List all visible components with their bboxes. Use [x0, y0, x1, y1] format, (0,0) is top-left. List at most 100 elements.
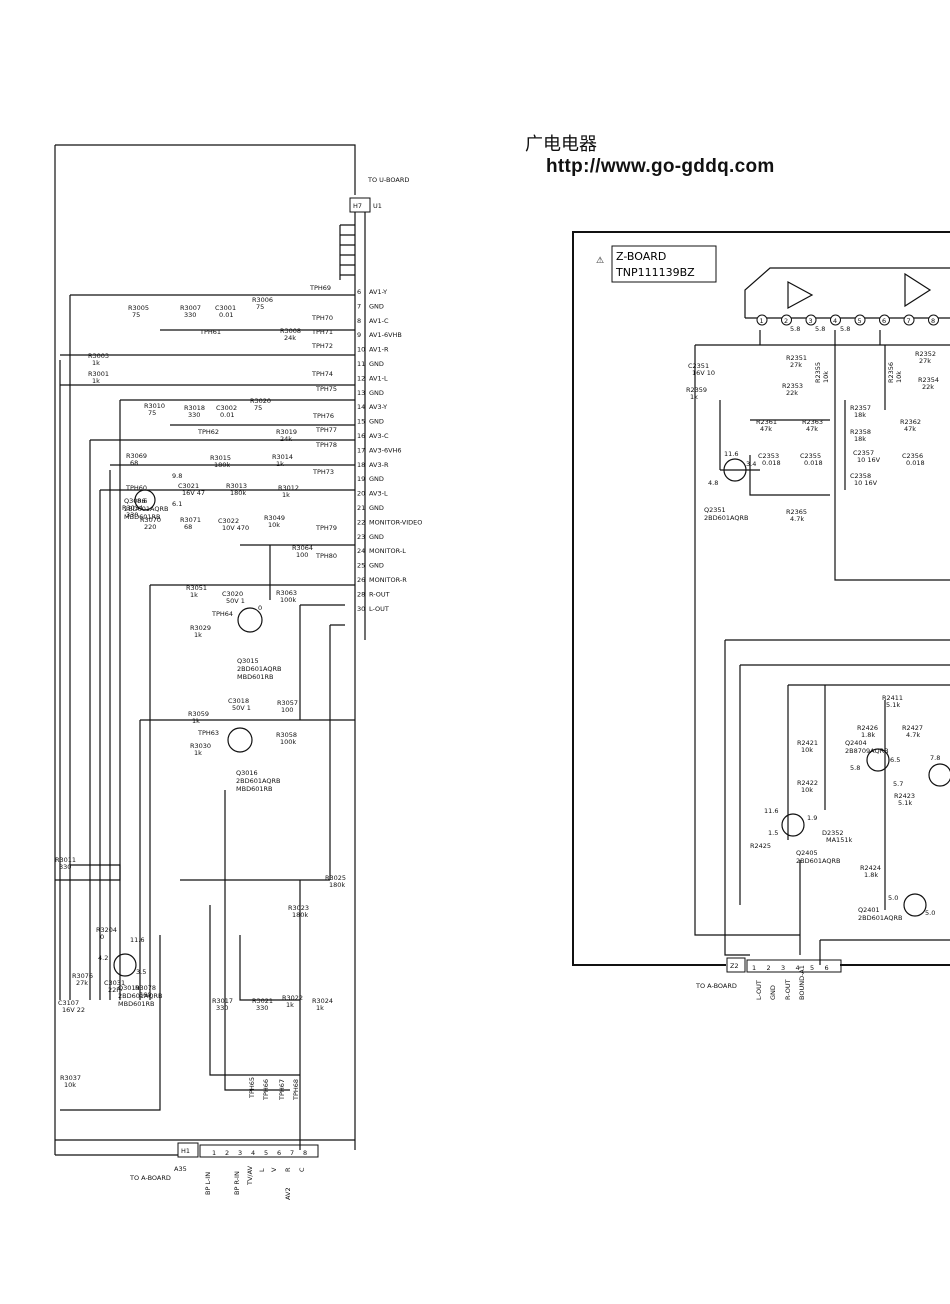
voltage-label: 5.7: [893, 780, 903, 788]
component-value: 22P: [108, 986, 120, 994]
component-value: 1k: [190, 591, 198, 599]
component-value: 10 16V: [857, 456, 881, 464]
bottom-pin-label: R-OUT: [784, 979, 792, 1000]
transistor-q3016: [227, 727, 253, 753]
test-point-label: TPH73: [312, 468, 334, 476]
test-point-label: TPH69: [309, 284, 331, 292]
bottom-pin-label: BOUND-A1: [798, 965, 806, 1000]
component-value: 100: [281, 706, 293, 714]
test-point-label: TPH68: [292, 1079, 300, 1101]
component-value: 0.01: [220, 411, 234, 419]
component-ref: R3029: [190, 624, 211, 632]
component-ref: R2424: [860, 864, 881, 872]
transistor-part: 2BD601AQRB: [118, 992, 162, 1000]
component-ref: R3015: [210, 454, 231, 462]
component-ref: R3017: [212, 997, 233, 1005]
ic-pin-number: 1: [760, 317, 764, 325]
pin-number: 12: [357, 374, 365, 382]
component-value: 75: [132, 311, 140, 319]
transistor-ref: Q2401: [858, 906, 880, 914]
site-url[interactable]: http://www.go-gddq.com: [546, 156, 775, 177]
pin-label: MONITOR-L: [369, 547, 406, 555]
component-ref: R2353: [782, 382, 803, 390]
left-transistor-labels: Q30062BD601AQRBMBD601RBQ30152BD601AQRBMB…: [118, 497, 281, 1008]
bottom-pin-label: R: [284, 1167, 292, 1172]
transistor-ref: Q2351: [704, 506, 726, 514]
pin-label: L-OUT: [369, 605, 389, 613]
component-value: 75: [254, 404, 262, 412]
test-point-label: TPH64: [211, 610, 233, 618]
bottom-pin-number: 2: [225, 1149, 229, 1157]
voltage-label: 4.8: [708, 479, 718, 487]
component-ref: C2358: [850, 472, 871, 480]
bottom-pin-number: 2: [767, 964, 771, 972]
component-value: 47k: [904, 425, 916, 433]
voltage-label: 5.0: [925, 909, 935, 917]
component-ref: R2354: [918, 376, 939, 384]
component-value: 24k: [284, 334, 296, 342]
pin-label: AV3-R: [369, 461, 389, 469]
pin-label: AV3-L: [369, 490, 388, 498]
component-value: 330: [184, 311, 196, 319]
voltage-label: 3.5: [136, 968, 146, 976]
bottom-pin-number: 1: [212, 1149, 216, 1157]
transistor-ref: Q2405: [796, 849, 818, 857]
connector-z2: [726, 957, 746, 973]
pin-number: 11: [357, 360, 365, 368]
component-value: 1k: [192, 717, 200, 725]
component-value: 10k: [895, 371, 903, 383]
component-ref: R2356: [887, 362, 895, 383]
component-value: 1k: [194, 749, 202, 757]
component-ref: R3013: [226, 482, 247, 490]
pin-number: 7: [357, 302, 361, 310]
pin-label: GND: [369, 562, 384, 570]
pin-label: AV3-C: [369, 432, 389, 440]
component-ref: R3022: [282, 994, 303, 1002]
component-ref: R3010: [144, 402, 165, 410]
bottom-pin-number: 5: [264, 1149, 268, 1157]
ic-pin-circle: [854, 314, 866, 326]
component-value: 18k: [854, 435, 866, 443]
component-ref: R3011: [55, 856, 76, 864]
component-ref: R3008: [280, 327, 301, 335]
connector-z2-label: Z2: [730, 962, 739, 970]
test-point-label: TPH72: [311, 342, 333, 350]
transistor-q3019: [113, 953, 137, 977]
transistor-part: 2B8709AQRB: [845, 747, 889, 755]
ic-pin-circle: [879, 314, 890, 326]
pin-label: MONITOR-VIDEO: [369, 518, 422, 526]
pin-label: GND: [369, 504, 384, 512]
site-name: 广电电器: [525, 134, 597, 155]
gnd-pin-block: [339, 224, 355, 280]
component-value: 1.8k: [864, 871, 878, 879]
voltage-label: 5.8: [850, 764, 860, 772]
component-ref: C2356: [902, 452, 923, 460]
component-ref: R3012: [278, 484, 299, 492]
pin-label: AV1-R: [369, 346, 389, 354]
component-value: 47k: [760, 425, 772, 433]
component-ref: C3002: [216, 404, 237, 412]
component-ref: C2355: [800, 452, 821, 460]
test-point-label: TPH61: [199, 328, 221, 336]
component-ref: R3037: [60, 1074, 81, 1082]
component-ref: R3020: [250, 397, 271, 405]
connector-h1-label: H1: [181, 1147, 190, 1155]
component-ref: R3204: [96, 926, 117, 934]
bottom-connector-left: [199, 1144, 319, 1158]
test-point-label: TPH71: [311, 328, 333, 336]
ic-pin-circle: [756, 314, 768, 326]
component-value: 330: [126, 511, 138, 519]
transistor-q3015: [237, 607, 263, 633]
component-value: 0: [100, 933, 104, 941]
test-point-label: TPH70: [311, 314, 333, 322]
pin-number: 25: [357, 562, 365, 570]
component-value: 68: [184, 523, 192, 531]
component-ref: R3071: [180, 516, 201, 524]
component-ref: D2352: [822, 829, 844, 837]
component-value: 100k: [280, 738, 296, 746]
bottom-pin-number: 3: [238, 1149, 242, 1157]
transistor-q2405: [781, 813, 805, 837]
pin-number: 28: [357, 590, 365, 598]
component-value: MA151k: [826, 836, 852, 844]
transistor-part: 2BD601AQRB: [858, 914, 902, 922]
